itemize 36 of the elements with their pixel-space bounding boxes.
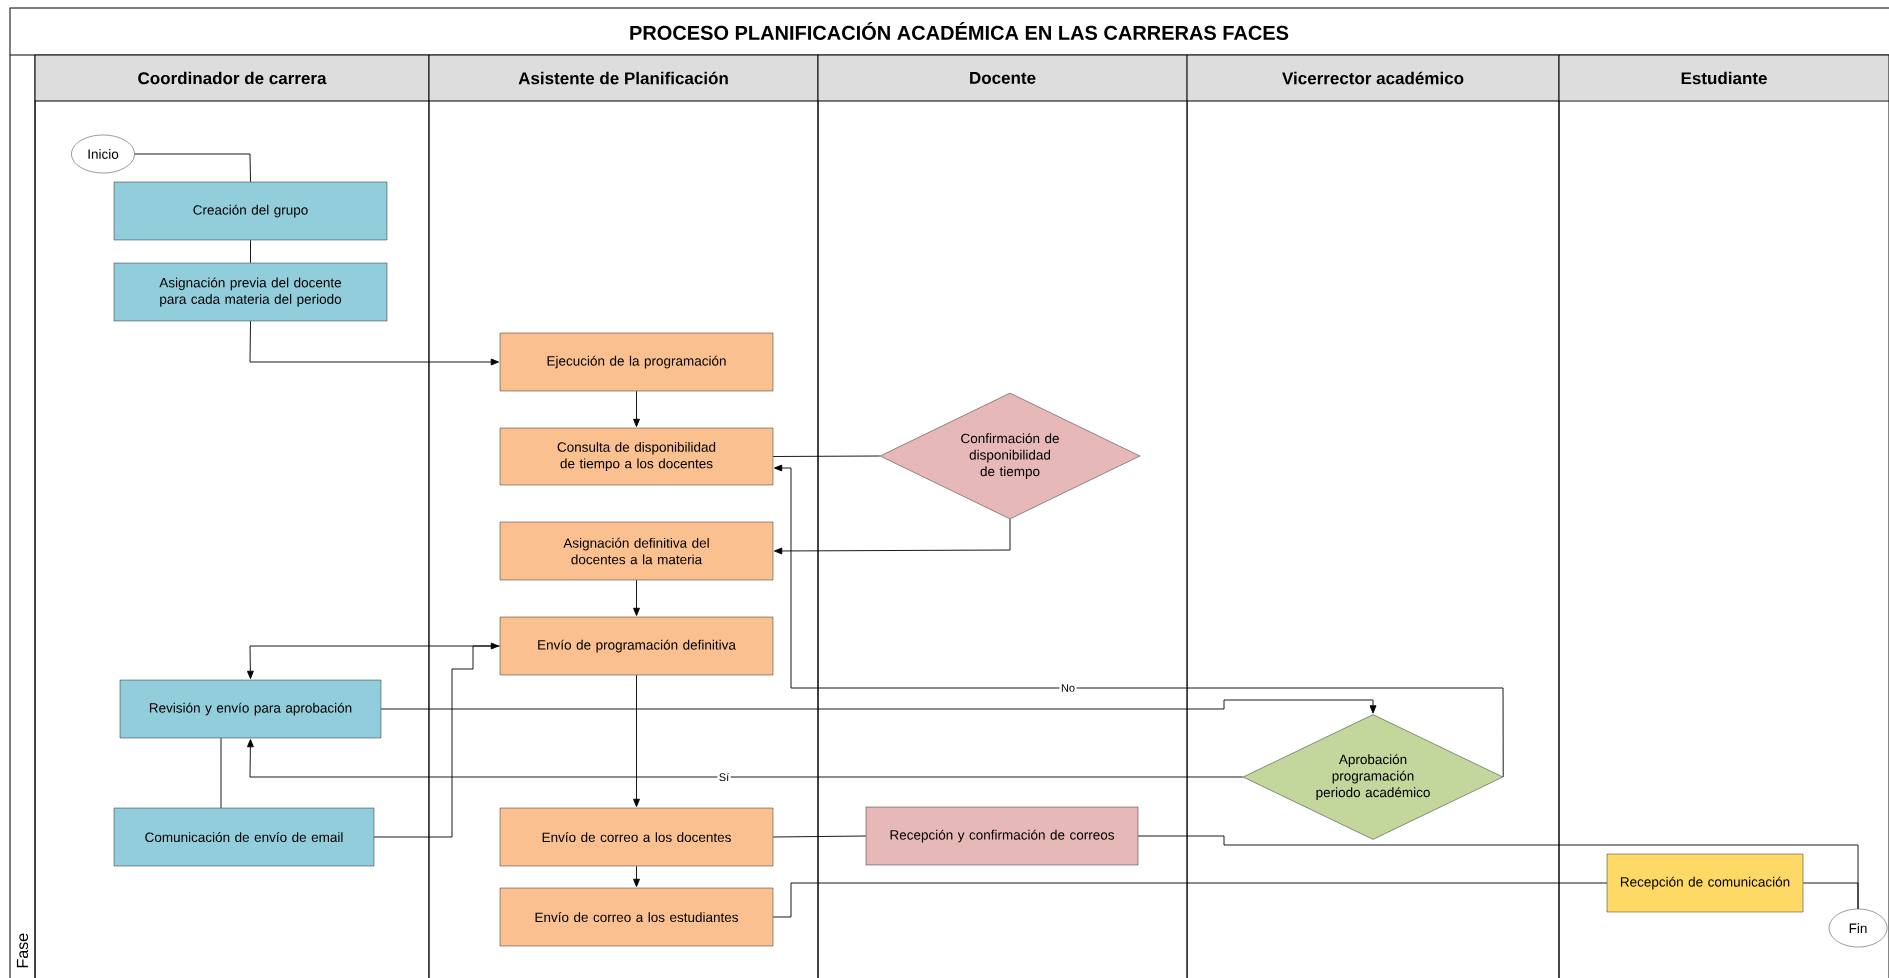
- arrow: [633, 579, 640, 617]
- connector-line: [772, 455, 881, 457]
- process-box: Envío de programación definitiva: [499, 616, 774, 676]
- process-box: Ejecución de la programación: [499, 332, 774, 392]
- connector-line: [220, 737, 222, 809]
- process-box: Comunicación de envío de email: [113, 807, 375, 867]
- process-box: Revisión y envío para aprobación: [119, 679, 382, 739]
- arrow: [633, 674, 640, 808]
- arrow: [633, 390, 640, 427]
- arrow: [247, 739, 1244, 778]
- connector-line: [250, 239, 251, 264]
- terminator-oval: Inicio: [71, 134, 135, 174]
- arrow: [774, 518, 1011, 555]
- connector-line: [1802, 882, 1859, 910]
- arrow: [380, 699, 1377, 714]
- process-box: Consulta de disponibilidad de tiempo a los docentes: [499, 427, 774, 486]
- connector-line: [772, 835, 867, 838]
- arrow: [249, 320, 499, 366]
- edge-label: No: [1059, 682, 1077, 694]
- arrow: [774, 464, 1504, 778]
- process-box: Asignación previa del docente para cada materia del periodo: [113, 262, 388, 322]
- process-box: Recepción de comunicación: [1606, 853, 1804, 913]
- connector-line: [772, 882, 1608, 918]
- process-box: Envío de correo a los estudiantes: [499, 887, 774, 947]
- process-box: Recepción y confirmación de correos: [865, 806, 1139, 866]
- arrow: [633, 865, 640, 888]
- title: PROCESO PLANIFICACIÓN ACADÉMICA EN LAS CARRERAS FACES: [630, 22, 1289, 40]
- process-box: Creación del grupo: [113, 181, 388, 241]
- phase-label: Fase: [16, 933, 29, 968]
- process-box: Asignación definitiva del docentes a la materia: [499, 521, 774, 581]
- connector-line: [134, 153, 251, 183]
- edge-label: Sí: [717, 771, 731, 783]
- arrow: [246, 645, 501, 680]
- process-box: Envío de correo a los docentes: [499, 807, 774, 867]
- terminator-oval: Fin: [1828, 908, 1888, 948]
- arrow: [373, 642, 499, 838]
